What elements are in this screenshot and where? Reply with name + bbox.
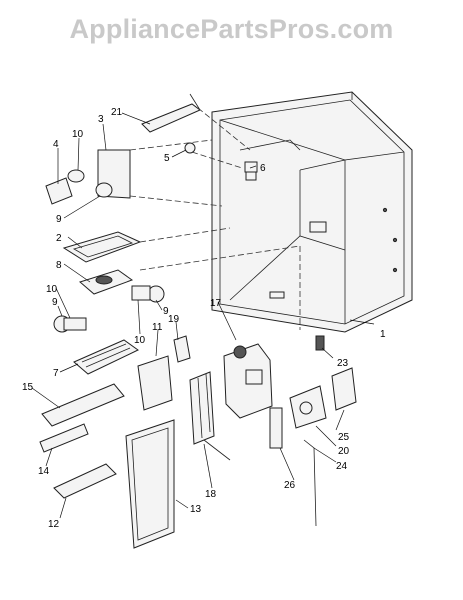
callout-24: 24 — [336, 461, 348, 472]
callout-1: 1 — [380, 329, 386, 340]
callout-5: 5 — [164, 153, 170, 164]
part-11-bracket — [137, 355, 173, 411]
callout-20: 20 — [338, 446, 350, 457]
part-23-clip — [315, 335, 325, 351]
part-25-bracket — [331, 367, 357, 411]
callout-23: 23 — [337, 358, 349, 369]
callout-4: 4 — [53, 139, 59, 150]
part-6-clip — [244, 161, 258, 173]
callout-25: 25 — [338, 432, 350, 443]
part-12-bracket — [53, 463, 117, 499]
callout-14: 14 — [38, 466, 50, 477]
part-17-motor-assembly — [223, 343, 273, 419]
callout-26: 26 — [284, 480, 296, 491]
part-14-cylinder — [39, 423, 89, 453]
callout-10-top: 10 — [72, 129, 84, 140]
part-7-lens-cover — [73, 339, 139, 375]
part-24-tube — [303, 439, 317, 527]
part-9-bulb-mid — [131, 285, 165, 303]
part-1-liner — [211, 91, 413, 333]
part-10-socket-top — [67, 169, 85, 183]
part-19-fuse — [173, 335, 191, 363]
callout-6: 6 — [260, 163, 266, 174]
part-10-socket-left — [63, 317, 87, 331]
part-4-socket — [45, 177, 73, 205]
part-26-clip — [269, 407, 283, 449]
callout-10-mid: 10 — [134, 335, 146, 346]
part-18-heater — [189, 371, 231, 461]
part-9-bulb-top — [95, 182, 113, 198]
part-13-panel — [125, 419, 175, 549]
assembly-lines — [129, 107, 301, 330]
leader-lines — [31, 112, 375, 519]
callout-labels: 1 2 3 4 5 6 7 8 9 9 9 10 10 10 11 12 13 … — [22, 107, 386, 530]
callout-7: 7 — [53, 368, 59, 379]
callout-21: 21 — [111, 107, 123, 118]
callout-9-mid: 9 — [163, 306, 169, 317]
callout-11: 11 — [152, 322, 163, 333]
callout-9-left: 9 — [52, 297, 58, 308]
callout-12: 12 — [48, 519, 60, 530]
callout-13: 13 — [190, 504, 202, 515]
callout-15: 15 — [22, 382, 34, 393]
callout-3: 3 — [98, 114, 104, 125]
part-20-valve — [289, 385, 327, 429]
callout-10-left: 10 — [46, 284, 58, 295]
callout-18: 18 — [205, 489, 217, 500]
callout-8: 8 — [56, 260, 62, 271]
callout-17: 17 — [210, 298, 222, 309]
part-15-housing — [41, 383, 125, 427]
callout-2: 2 — [56, 233, 62, 244]
part-8-reflector — [78, 269, 134, 295]
part-2-housing — [62, 231, 142, 263]
callout-19: 19 — [168, 314, 180, 325]
part-21-bracket — [141, 93, 201, 133]
watermark-text: AppliancePartsPros.com — [69, 14, 394, 44]
callout-9-top: 9 — [56, 214, 62, 225]
part-5-grommet — [184, 142, 196, 154]
